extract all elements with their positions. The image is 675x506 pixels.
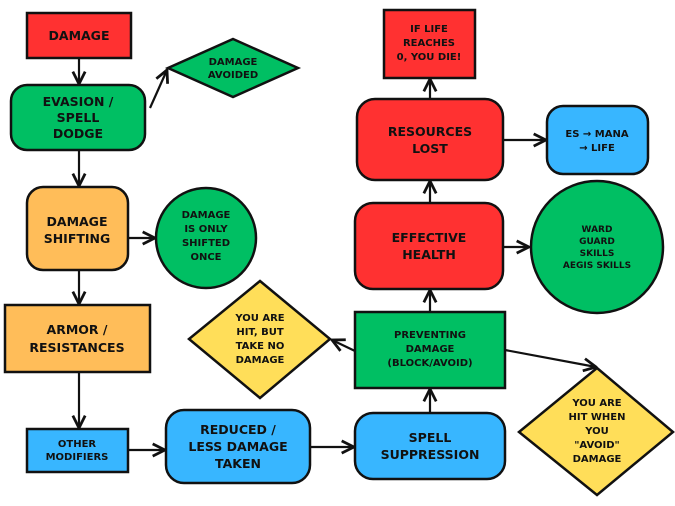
node-label: EFFECTIVE — [392, 230, 467, 245]
node-label: HIT, BUT — [236, 327, 284, 338]
node-label: IF LIFE — [410, 24, 448, 35]
node-shape — [25, 185, 130, 272]
node-label: DAMAGE — [182, 210, 231, 221]
node-label: TAKEN — [215, 456, 261, 471]
node-label: TAKE NO — [236, 341, 285, 352]
node-shape — [3, 303, 152, 374]
node-label: IS ONLY — [184, 224, 228, 235]
node-damage: DAMAGE — [25, 11, 133, 60]
connectors — [79, 58, 596, 450]
node-shape — [545, 104, 650, 176]
node-label: LOST — [412, 141, 448, 156]
node-preventing-damage: PREVENTING DAMAGE (BLOCK/AVOID) — [353, 310, 507, 390]
node-shape — [164, 408, 312, 485]
node-spell-suppression: SPELL SUPPRESSION — [353, 411, 507, 481]
node-resources-lost: RESOURCES LOST — [355, 97, 505, 182]
node-label: SPELL — [409, 430, 452, 445]
node-label: DAMAGE — [47, 214, 108, 229]
node-label: AEGIS SKILLS — [563, 261, 631, 271]
node-label: DAMAGE — [236, 355, 285, 366]
arrow-preventing-hitavoid — [504, 348, 596, 367]
arrow-preventing-hitnodamage — [332, 340, 356, 352]
node-label: REDUCED / — [200, 422, 276, 437]
node-label: GUARD — [579, 237, 615, 247]
node-shifted-once: DAMAGE IS ONLY SHIFTED ONCE — [154, 186, 258, 290]
node-other-modifiers: OTHER MODIFIERS — [25, 427, 130, 474]
node-label: ARMOR / — [47, 322, 108, 337]
node-label: HIT WHEN — [569, 412, 626, 423]
node-label: RESOURCES — [388, 124, 472, 139]
node-hit-no-damage: YOU ARE HIT, BUT TAKE NO DAMAGE — [187, 279, 332, 400]
node-label: DAMAGE — [209, 57, 258, 68]
node-label: DAMAGE — [573, 454, 622, 465]
node-label: LESS DAMAGE — [188, 439, 287, 454]
node-label: SHIFTING — [44, 231, 111, 246]
node-shape — [517, 366, 675, 497]
node-shape — [25, 11, 133, 60]
node-shape — [164, 37, 302, 99]
node-es-mana-life: ES → MANA → LIFE — [545, 104, 650, 176]
node-label: 0, YOU DIE! — [397, 52, 462, 63]
node-evasion: EVASION / SPELL DODGE — [9, 83, 147, 152]
node-shape — [355, 97, 505, 182]
node-label: WARD — [582, 225, 613, 235]
node-label: "AVOID" — [574, 440, 620, 451]
node-label: (BLOCK/AVOID) — [387, 358, 472, 369]
node-label: MODIFIERS — [46, 452, 109, 463]
node-label: ES → MANA — [565, 129, 628, 140]
node-label: SHIFTED — [182, 238, 230, 249]
node-shape — [353, 310, 507, 390]
node-label: YOU — [584, 426, 609, 437]
node-reduced-damage: REDUCED / LESS DAMAGE TAKEN — [164, 408, 312, 485]
node-shape — [25, 427, 130, 474]
node-shape — [353, 411, 507, 481]
node-label: SKILLS — [580, 249, 615, 259]
node-hit-when-avoid: YOU ARE HIT WHEN YOU "AVOID" DAMAGE — [517, 366, 675, 497]
node-shape — [154, 186, 258, 290]
node-armor: ARMOR / RESISTANCES — [3, 303, 152, 374]
node-shape — [353, 201, 505, 291]
node-label: → LIFE — [579, 143, 615, 154]
node-label: REACHES — [403, 38, 455, 49]
node-life-zero: IF LIFE REACHES 0, YOU DIE! — [382, 8, 477, 80]
node-label: DAMAGE — [49, 28, 110, 43]
node-label: DODGE — [53, 126, 103, 141]
node-label: YOU ARE — [571, 398, 621, 409]
node-label: SUPPRESSION — [381, 447, 480, 462]
node-effective-health: EFFECTIVE HEALTH — [353, 201, 505, 291]
node-label: EVASION / — [43, 94, 114, 109]
node-label: PREVENTING — [394, 330, 466, 341]
node-ward-guard-aegis: WARD GUARD SKILLS AEGIS SKILLS — [529, 179, 665, 315]
node-label: DAMAGE — [406, 344, 455, 355]
node-shape — [187, 279, 332, 400]
node-label: SPELL — [57, 110, 100, 125]
node-label: RESISTANCES — [29, 340, 124, 355]
node-label: YOU ARE — [234, 313, 284, 324]
node-label: ONCE — [190, 252, 221, 263]
node-label: OTHER — [58, 439, 97, 450]
node-shape — [9, 83, 147, 152]
arrow-evasion-avoided — [148, 70, 167, 109]
node-label: AVOIDED — [208, 70, 258, 81]
node-damage-avoided: DAMAGE AVOIDED — [164, 37, 302, 99]
node-shape — [382, 8, 477, 80]
node-label: HEALTH — [402, 247, 456, 262]
node-damage-shifting: DAMAGE SHIFTING — [25, 185, 130, 272]
node-shape — [529, 179, 665, 315]
